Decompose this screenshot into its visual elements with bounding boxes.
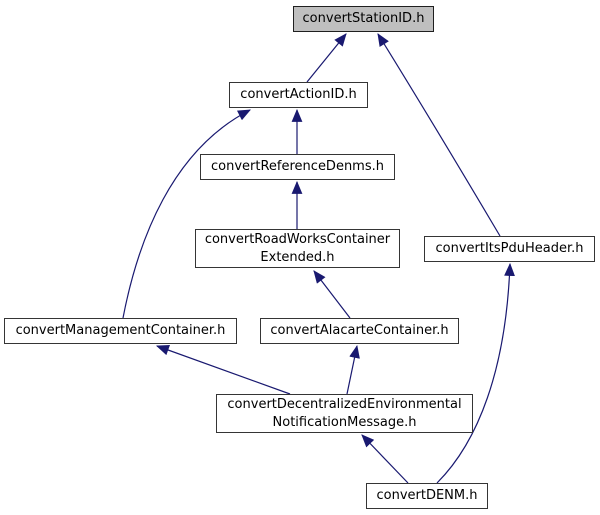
edge-convertActionID-to-convertStationID [306,33,347,83]
node-label: convertManagementContainer.h [15,323,226,339]
edge-convertDENM-to-convertItsPduHeader [436,262,515,484]
edge-convertManagementContainer-to-convertActionID [122,109,251,319]
node-convertStationID[interactable]: convertStationID.h [293,6,434,32]
edge-convertDENM-to-convertDecentralizedEnvironmentalNotificationMessage [361,434,409,484]
edge-convertDecentralizedEnvironmentalNotificationMessage-to-convertManagementContainer [155,344,291,395]
edge-convertAlacarteContainer-to-convertRoadWorksContainerExtended [313,270,351,319]
edge-convertDecentralizedEnvironmentalNotificationMessage-to-convertAlacarteContainer [346,344,360,395]
node-label: convertReferenceDenms.h [211,159,384,175]
node-convertReferenceDenms[interactable]: convertReferenceDenms.h [200,154,395,180]
node-label: convertDENM.h [376,488,478,504]
node-label: convertAlacarteContainer.h [270,323,449,339]
node-convertDENM[interactable]: convertDENM.h [366,483,488,509]
node-label: convertActionID.h [240,87,357,103]
node-convertItsPduHeader[interactable]: convertItsPduHeader.h [424,236,595,262]
node-label: convertItsPduHeader.h [435,241,584,257]
node-label: convertStationID.h [302,11,425,27]
node-convertManagementContainer[interactable]: convertManagementContainer.h [4,318,237,344]
node-convertAlacarteContainer[interactable]: convertAlacarteContainer.h [260,318,459,344]
edge-convertItsPduHeader-to-convertStationID [377,33,501,237]
node-convertActionID[interactable]: convertActionID.h [229,82,368,108]
